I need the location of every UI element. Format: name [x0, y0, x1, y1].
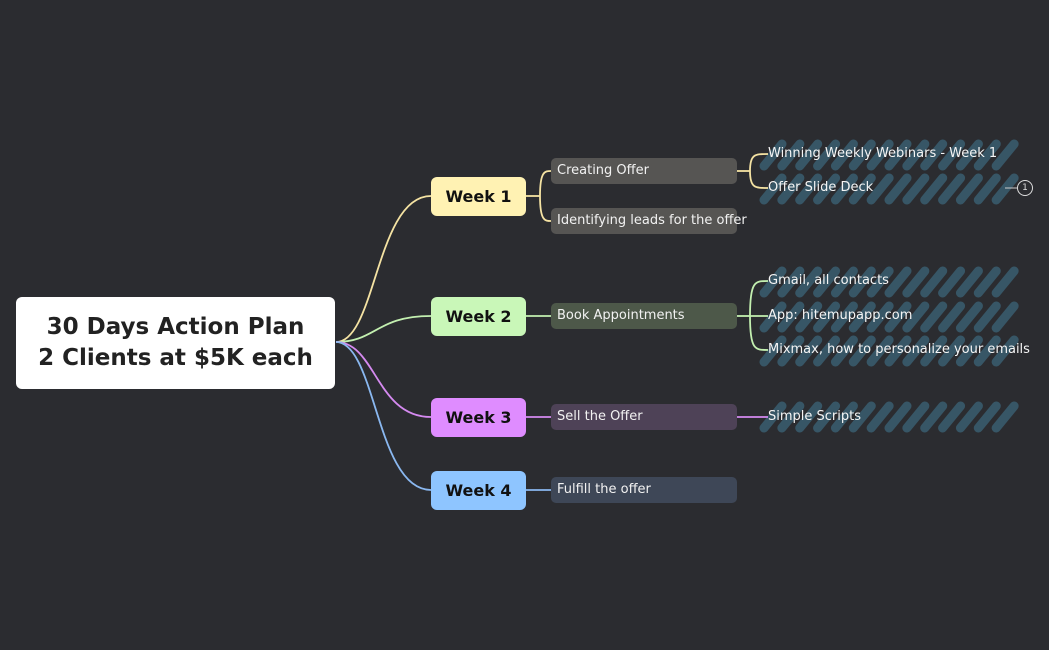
connector-week1-leads — [539, 195, 552, 222]
connector-root-week-4 — [335, 341, 432, 491]
leaf-simple-scripts[interactable]: Simple Scripts — [768, 409, 861, 424]
week-3-node[interactable]: Week 3 — [431, 398, 526, 437]
week-1-node[interactable]: Week 1 — [431, 177, 526, 216]
root-title-line1: 30 Days Action Plan — [46, 314, 305, 340]
task-book-appointments[interactable]: Book Appointments — [551, 303, 737, 329]
week-4-node[interactable]: Week 4 — [431, 471, 526, 510]
leaf-hitemupapp[interactable]: App: hitemupapp.com — [768, 308, 913, 323]
marker-hitemup — [759, 301, 1019, 333]
marker-mixmax — [759, 335, 1019, 367]
task-identifying-leads[interactable]: Identifying leads for the offer — [551, 208, 747, 234]
leaf-winning-weekly-webinars[interactable]: Winning Weekly Webinars - Week 1 — [768, 146, 998, 161]
marker-gmail — [759, 266, 1019, 298]
leaf-offer-slide-deck[interactable]: Offer Slide Deck — [768, 180, 874, 195]
connector-book-mixmax — [749, 315, 769, 351]
leaf-mixmax[interactable]: Mixmax, how to personalize your emails — [768, 342, 1030, 357]
root-topic[interactable]: 30 Days Action Plan 2 Clients at $5K eac… — [16, 297, 335, 389]
connector-creating-deck — [749, 170, 769, 189]
connector-creating-webinars — [749, 153, 769, 172]
connector-root-week-3 — [335, 341, 432, 418]
connector-book-gmail — [749, 280, 769, 317]
connector-root-week-2 — [335, 315, 432, 343]
leaf-gmail-contacts[interactable]: Gmail, all contacts — [768, 273, 889, 288]
marker-slide-deck — [759, 173, 1019, 205]
root-title-line2: 2 Clients at $5K each — [38, 345, 313, 371]
task-fulfill-the-offer[interactable]: Fulfill the offer — [551, 477, 737, 503]
task-sell-the-offer[interactable]: Sell the Offer — [551, 404, 737, 430]
marker-webinars — [759, 139, 1019, 171]
week-2-node[interactable]: Week 2 — [431, 297, 526, 336]
comment-count-badge[interactable]: 1 — [1017, 180, 1033, 196]
connector-week1-creating — [539, 170, 552, 197]
task-creating-offer[interactable]: Creating Offer — [551, 158, 737, 184]
marker-scripts — [759, 401, 1019, 433]
connector-root-week-1 — [335, 195, 432, 343]
